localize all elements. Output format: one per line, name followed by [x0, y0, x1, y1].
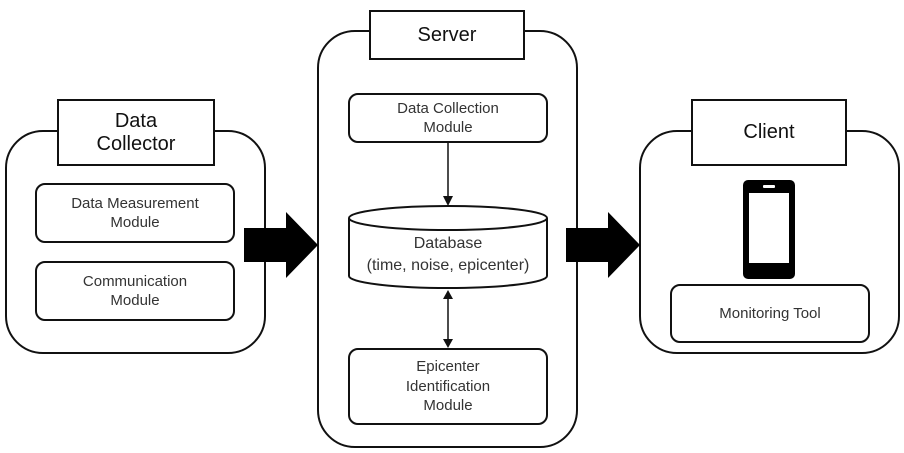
data-collection-module: Data Collection Module: [348, 93, 548, 143]
communication-label-line2: Module: [110, 292, 160, 309]
monitoring-tool-label: Monitoring Tool: [719, 304, 821, 322]
server-title: Server: [369, 10, 525, 60]
arrow-collection-to-database: [443, 143, 453, 206]
epicenter-identification-module: Epicenter Identification Module: [348, 348, 548, 425]
epicenter-label-line3: Module: [423, 397, 473, 415]
data-collection-label-line1: Data Collection: [397, 99, 499, 117]
arrow-collector-to-server: [244, 212, 318, 278]
data-measurement-label-line2: Module: [110, 214, 160, 231]
server-title-label: Server: [417, 23, 477, 46]
database-cylinder: [348, 205, 548, 289]
epicenter-label-line2: Identification: [405, 377, 491, 395]
data-collector-title-line1: Data: [114, 109, 158, 132]
database-label-line2: (time, noise, epicenter): [367, 257, 530, 274]
smartphone-icon: [743, 180, 795, 279]
epicenter-label-line1: Epicenter: [416, 358, 480, 376]
arrow-server-to-client: [566, 212, 640, 278]
data-collector-title: Data Collector: [57, 99, 215, 166]
client-title: Client: [691, 99, 847, 166]
database-label-line1: Database: [414, 235, 483, 252]
data-measurement-module: Data Measurement Module: [35, 183, 235, 243]
data-measurement-label-line1: Data Measurement: [71, 194, 199, 212]
communication-module: Communication Module: [35, 261, 235, 321]
data-collector-title-line2: Collector: [96, 132, 176, 155]
arrow-database-epicenter: [443, 290, 453, 348]
communication-label-line1: Communication: [82, 272, 188, 290]
client-title-label: Client: [743, 121, 795, 143]
monitoring-tool-module: Monitoring Tool: [670, 284, 870, 343]
data-collection-label-line2: Module: [423, 119, 473, 136]
